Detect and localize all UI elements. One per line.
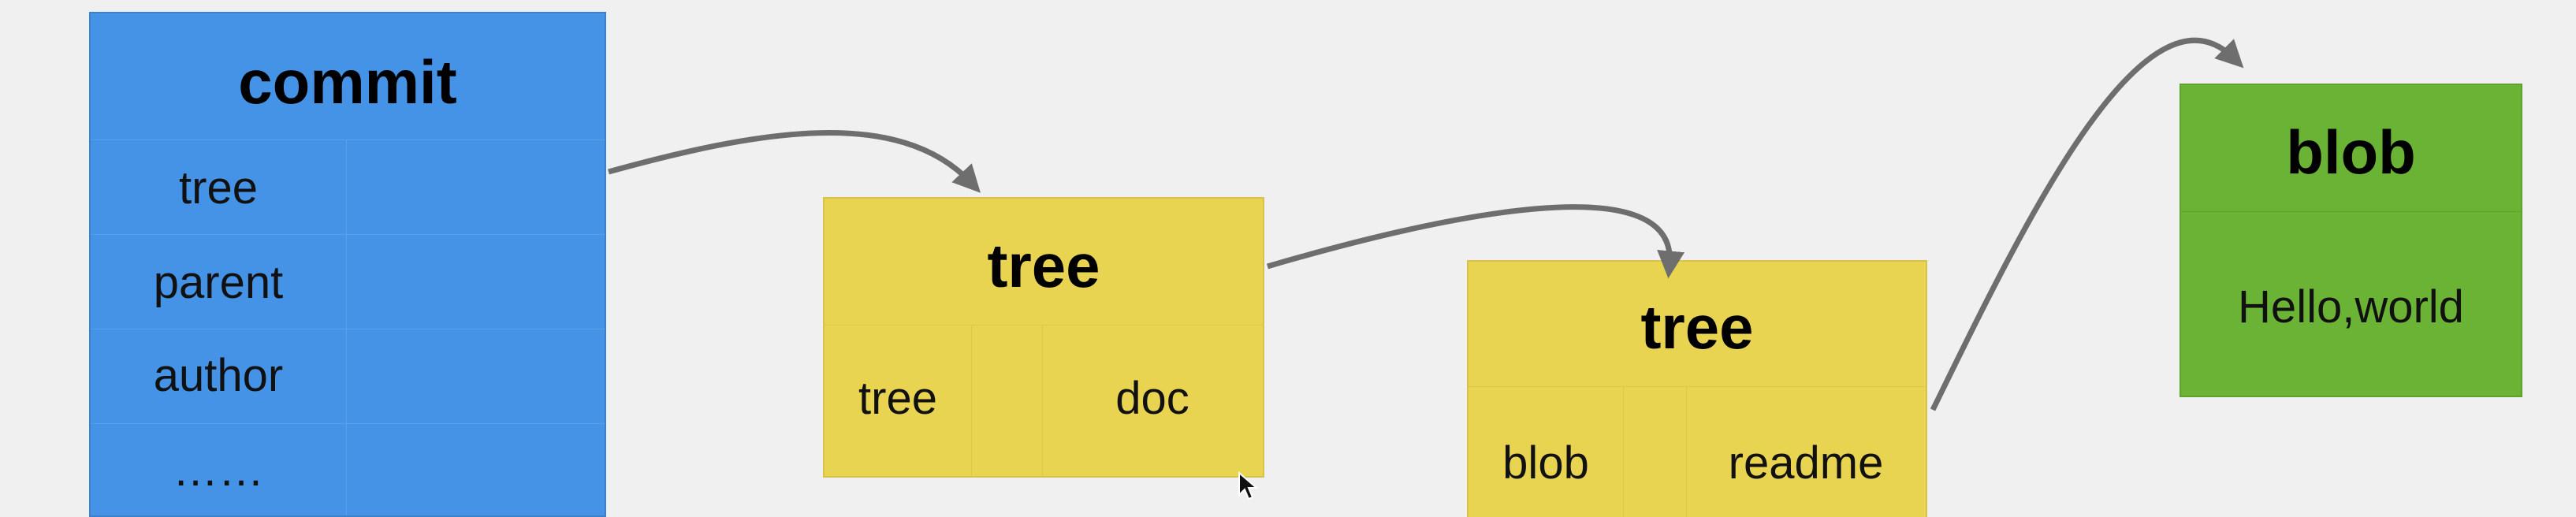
- commit-divider: [91, 234, 605, 235]
- tree-title: tree: [987, 231, 1100, 300]
- commit-column-divider: [346, 139, 347, 515]
- blob-object: blob Hello,world: [2180, 84, 2522, 397]
- blob-content: Hello,world: [2238, 281, 2464, 333]
- tree-entry-type: blob: [1502, 437, 1589, 489]
- tree-divider: [1469, 386, 1926, 387]
- commit-divider: [91, 139, 605, 140]
- tree-column-divider: [1042, 325, 1043, 476]
- blob-divider: [2181, 211, 2521, 212]
- commit-title: commit: [238, 47, 457, 117]
- blob-title: blob: [2286, 117, 2416, 187]
- arrow-icon: [608, 130, 981, 193]
- mouse-cursor-icon: [1238, 471, 1259, 500]
- tree-object-doc: tree blob readme: [1467, 260, 1927, 517]
- commit-divider: [91, 423, 605, 424]
- commit-field-author: author: [153, 350, 284, 401]
- commit-field-more: ……: [173, 444, 264, 496]
- tree-title: tree: [1640, 292, 1754, 362]
- tree-column-divider: [1686, 386, 1687, 517]
- tree-entry-type: tree: [858, 373, 937, 424]
- commit-field-parent: parent: [153, 257, 284, 308]
- tree-column-divider: [971, 325, 972, 476]
- commit-field-tree: tree: [179, 162, 258, 214]
- tree-column-divider: [1623, 386, 1624, 517]
- commit-object: commit tree parent author ……: [89, 12, 606, 517]
- tree-object-root: tree tree doc: [823, 197, 1264, 478]
- tree-entry-name: doc: [1115, 373, 1189, 424]
- arrow-icon: [1267, 204, 1684, 279]
- tree-entry-name: readme: [1728, 437, 1884, 489]
